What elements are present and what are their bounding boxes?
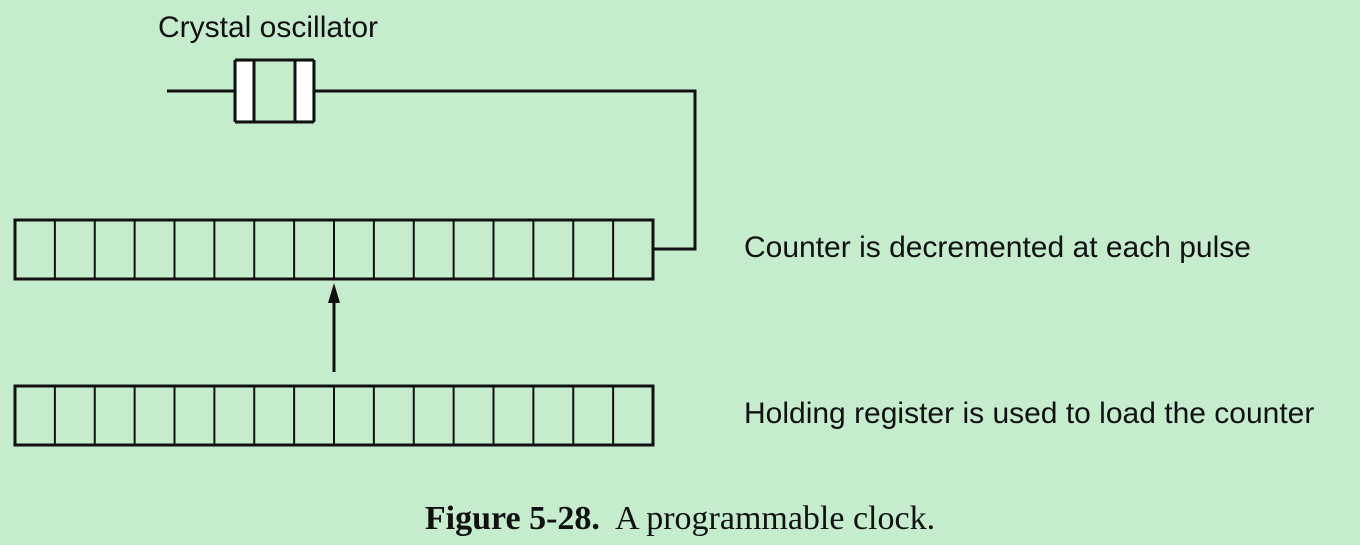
crystal-oscillator [167,58,697,251]
crystal-gap-right [296,62,312,120]
holding-register [13,384,655,447]
holding-register-label: Holding register is used to load the cou… [744,397,1315,430]
load-arrow [328,283,340,372]
crystal-oscillator-label: Crystal oscillator [158,11,379,44]
crystal-gap-left [237,62,253,120]
figure-caption: Figure 5-28. A programmable clock. [0,502,1360,536]
figure-title: A programmable clock. [615,500,936,537]
counter-register [13,218,655,281]
oscillator-to-counter-wire [314,89,697,251]
counter-label: Counter is decremented at each pulse [744,231,1251,264]
figure-number: Figure 5-28. [424,500,600,537]
crystal-element [252,58,297,124]
load-arrow-head [328,283,340,303]
